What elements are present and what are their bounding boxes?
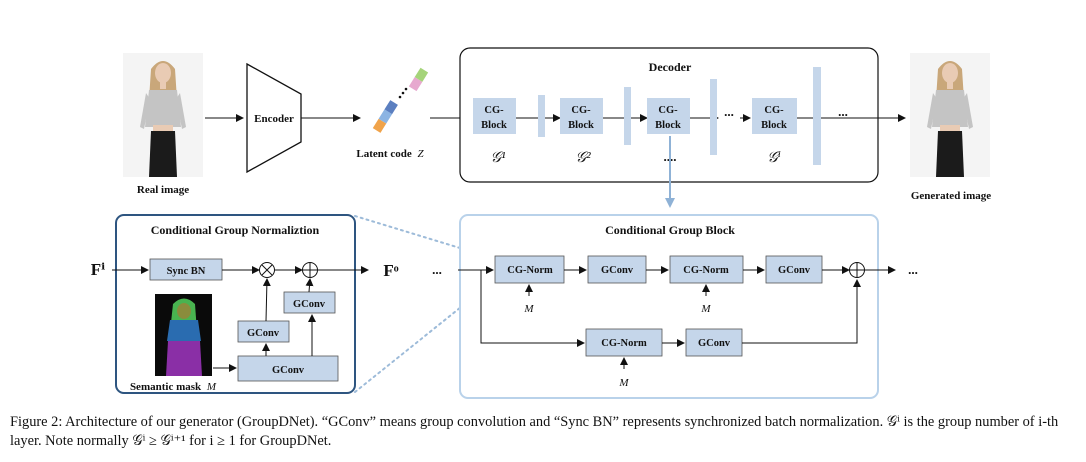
feature-bar-2 [624,87,631,145]
svg-text:GConv: GConv [247,328,280,339]
svg-text:CG-: CG- [484,105,504,116]
cg-norm-block-2 [669,255,744,284]
svg-text:CG-: CG- [571,105,591,116]
svg-text:GConv: GConv [698,338,731,349]
real-image [123,53,203,177]
cgb-title: Conditional Group Block [605,223,735,237]
gconv-block-2 [765,255,823,284]
architecture-diagram: Real image Encoder Latent code Z Decoder [91,47,991,399]
m-input-3: M [618,377,629,389]
svg-text:CG-Norm: CG-Norm [507,265,553,276]
svg-text:CG-: CG- [764,105,784,116]
gconv-block-1 [587,255,647,284]
feature-bar-4 [813,67,821,165]
decoder-ellipsis-1: ... [724,104,734,119]
latent-code-label: Latent code Z [356,148,424,160]
cgb-ellipsis-in: ... [432,262,442,277]
cg-block-1: CG- Block [473,98,516,134]
svg-text:Block: Block [481,120,507,131]
group-label-i: 𝒢ⁱ [767,150,781,166]
generated-image-label: Generated image [911,190,991,202]
svg-text:GConv: GConv [778,265,811,276]
gconv-gamma [237,320,290,343]
group-label-2: 𝒢² [575,150,591,166]
svg-text:Sync BN: Sync BN [167,266,206,277]
feature-bar-1 [538,95,545,137]
gconv-shared [237,355,339,382]
f-in-label: Fⁱ [91,260,105,279]
decoder-title: Decoder [649,60,692,74]
cg-block-i: CG- Block [752,98,797,134]
svg-text:CG-Norm: CG-Norm [683,265,729,276]
cgn-title: Conditional Group Normaliztion [151,223,320,237]
svg-text:Block: Block [568,120,594,131]
m-input-1: M [523,303,534,315]
generated-image [910,53,990,177]
svg-text:Block: Block [655,120,681,131]
encoder-block [246,62,302,174]
f-out-label: Fᵒ [383,261,398,280]
group-label-1: 𝒢¹ [490,150,506,166]
real-image-label: Real image [137,184,189,196]
m-input-2: M [700,303,711,315]
semantic-mask-label: Semantic mask M [130,381,217,393]
latent-code-icon [372,67,429,133]
cgb-ellipsis-out: ... [908,262,918,277]
encoder-label: Encoder [254,113,294,125]
feature-bar-3 [710,79,717,155]
svg-text:Block: Block [761,120,787,131]
semantic-mask-image [155,294,212,376]
svg-text:CG-Norm: CG-Norm [601,338,647,349]
svg-text:CG-: CG- [658,105,678,116]
svg-text:GConv: GConv [272,365,305,376]
decoder-ellipsis-2: ... [838,104,848,119]
cg-block-3: CG- Block [647,98,690,134]
gconv-block-skip [685,328,743,357]
cg-block-2: CG- Block [560,98,603,134]
svg-text:GConv: GConv [293,299,326,310]
svg-text:GConv: GConv [601,265,634,276]
cgb-frame [459,214,879,399]
figure-caption: Figure 2: Architecture of our generator … [10,414,1062,449]
